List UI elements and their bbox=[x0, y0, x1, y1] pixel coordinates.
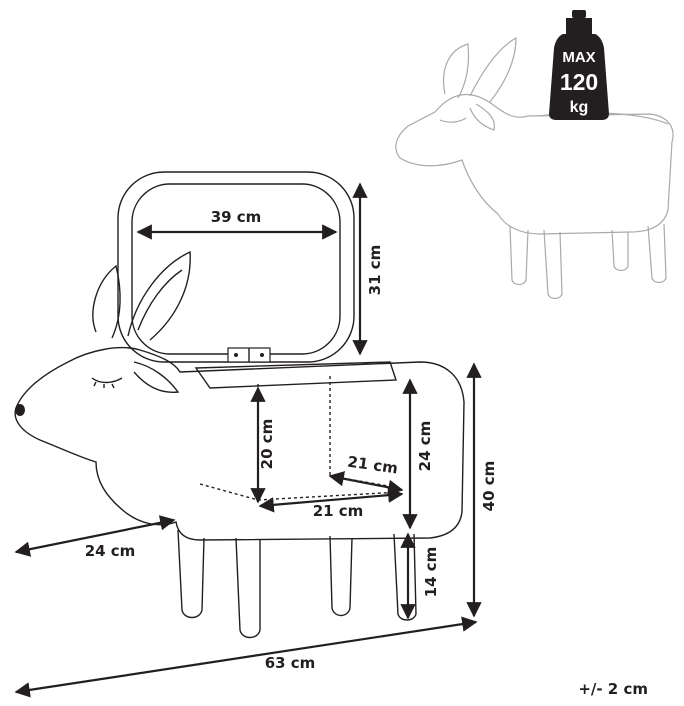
ear-side bbox=[133, 361, 180, 393]
dimension-lines bbox=[14, 182, 482, 698]
ear-left bbox=[92, 264, 121, 339]
body-height-label: 24 cm bbox=[416, 421, 434, 472]
total-length-arrow bbox=[14, 616, 478, 698]
depth-arrow bbox=[14, 515, 176, 557]
depth-label: 24 cm bbox=[85, 542, 136, 560]
max-weight-badge: MAX 120 kg bbox=[549, 10, 609, 120]
weight-knob bbox=[572, 10, 586, 18]
leg-back-right bbox=[393, 533, 417, 621]
ottoman-drawing bbox=[14, 171, 465, 639]
weight-body bbox=[549, 34, 609, 120]
lid-height-label: 31 cm bbox=[366, 245, 384, 296]
preview-ottoman-drawing bbox=[395, 36, 674, 300]
compartment-height-label: 20 cm bbox=[258, 419, 276, 470]
compartment-depth-label: 21 cm bbox=[346, 453, 399, 478]
leg-front-left bbox=[177, 529, 205, 619]
compartment-depth-arrow bbox=[328, 471, 404, 495]
compartment-inner bbox=[199, 376, 401, 501]
compartment-width-label: 21 cm bbox=[313, 502, 364, 520]
weight-label-value: 120 bbox=[560, 69, 598, 95]
weight-label-unit: kg bbox=[570, 99, 589, 116]
leg-back-left bbox=[329, 535, 353, 617]
ear-right bbox=[127, 250, 191, 341]
weight-handle bbox=[566, 18, 592, 34]
tolerance-note: +/- 2 cm bbox=[578, 680, 648, 698]
open-lid-outer bbox=[117, 171, 355, 363]
leg-front-right bbox=[235, 537, 261, 639]
compartment-rim bbox=[194, 361, 397, 389]
compartment-width-arrow bbox=[258, 487, 404, 513]
leg-height-label: 14 cm bbox=[422, 547, 440, 598]
nose bbox=[15, 404, 25, 416]
ear-right-inner bbox=[137, 269, 183, 331]
weight-label-max: MAX bbox=[562, 49, 595, 66]
body-outline bbox=[14, 347, 465, 541]
total-length-label: 63 cm bbox=[265, 654, 316, 672]
lid-width-label: 39 cm bbox=[211, 208, 262, 226]
total-height-label: 40 cm bbox=[480, 461, 498, 512]
closed-eye bbox=[91, 377, 123, 389]
